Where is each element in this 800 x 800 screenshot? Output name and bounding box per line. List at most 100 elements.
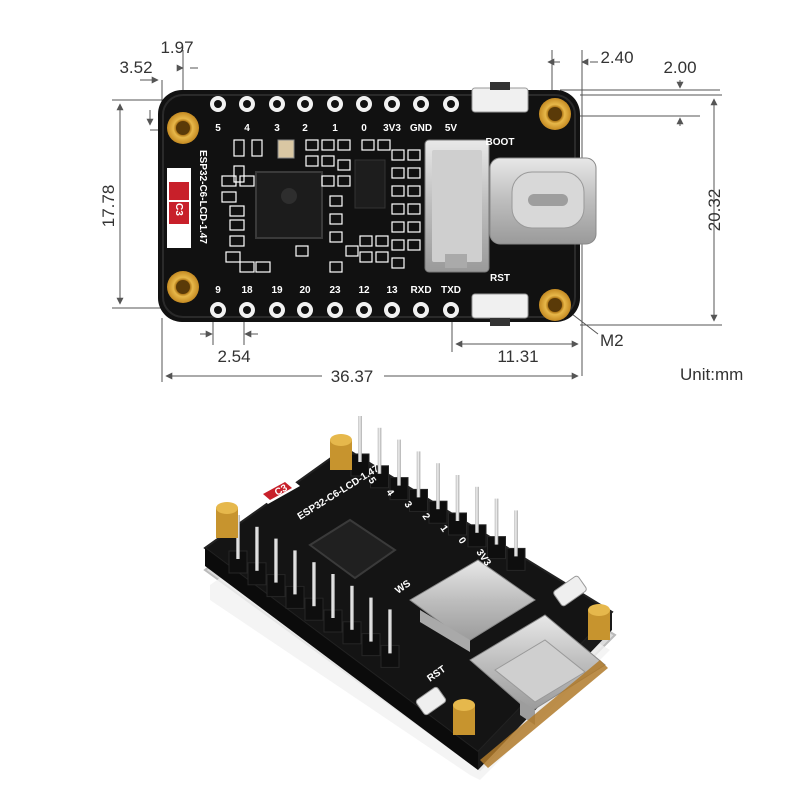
photo-pin (361, 597, 381, 657)
smd-components (221, 139, 421, 273)
mounting-hole-bottom-left (167, 271, 199, 303)
photo-pin (350, 416, 370, 477)
smd-outline (233, 165, 245, 183)
pin-label: GND (410, 123, 432, 134)
photo-pin (266, 538, 286, 598)
photo-boot-button[interactable] (553, 575, 588, 607)
dimension-lines (112, 50, 722, 382)
mounting-hole-top-left (167, 112, 199, 144)
smd-outline (391, 257, 405, 269)
boot-button[interactable] (471, 82, 529, 113)
pin-label: 2 (302, 123, 308, 134)
header-pad (356, 302, 372, 318)
reset-button[interactable] (471, 293, 529, 326)
mounting-hole-bottom-right (539, 289, 571, 321)
dimension-label: 2.54 (217, 347, 250, 366)
smd-outline (407, 239, 421, 251)
smd-outline (233, 139, 245, 157)
photo-header-pins (228, 416, 526, 668)
crystal (277, 139, 295, 159)
smd-outline (337, 175, 351, 187)
smd-outline (321, 175, 335, 187)
header-pad (269, 96, 285, 112)
smd-outline (329, 213, 343, 225)
pin-label: 23 (329, 285, 341, 296)
smd-outline (229, 205, 245, 217)
smd-outline (239, 175, 255, 187)
smd-outline (329, 231, 343, 243)
header-pad (239, 302, 255, 318)
photo-pin (487, 498, 506, 560)
photo-pin-label: 1 (438, 523, 450, 534)
unit-label: Unit:mm (680, 365, 743, 384)
header-pad (239, 96, 255, 112)
pin-label: 9 (215, 285, 221, 296)
smd-outline (221, 191, 237, 203)
usb-c-connector (489, 157, 597, 245)
smd-outline (407, 203, 421, 215)
smd-outline (391, 149, 405, 161)
top-header-pads (210, 96, 459, 112)
header-pad (384, 302, 400, 318)
header-pad (297, 302, 313, 318)
board-photo: WS C3 ESP32-C6-LCD-1.47 RST 5 4 (203, 416, 617, 780)
smd-outline (359, 235, 373, 247)
bottom-header-pads (210, 302, 459, 318)
photo-reset-button[interactable] (415, 686, 447, 716)
smd-outline (337, 159, 351, 171)
pin-label: 5V (445, 123, 458, 134)
photo-pin-label: 0 (456, 535, 468, 546)
chip-sticker: C3 (167, 168, 191, 248)
smd-outline (375, 235, 389, 247)
dimension-label: 36.37 (331, 367, 374, 386)
photo-esp32-chip (308, 518, 397, 580)
smd-outline (239, 261, 255, 273)
photo-pin-label: 5 (366, 475, 378, 486)
header-pad (384, 96, 400, 112)
header-pad (297, 96, 313, 112)
smd-outline (295, 245, 309, 257)
esp32-chip (255, 171, 323, 239)
top-pin-labels: 5 4 3 2 1 0 3V3 GND 5V (215, 123, 457, 134)
dimension-label: 3.52 (119, 58, 152, 77)
smd-outline (377, 139, 391, 151)
pin-label: 1 (332, 123, 338, 134)
photo-pin (389, 439, 409, 501)
header-pad (210, 302, 226, 318)
header-pad (413, 96, 429, 112)
smd-outline (225, 251, 241, 263)
smd-outline (229, 235, 245, 247)
top-view-diagram: 5 4 3 2 1 0 3V3 GND 5V 9 18 19 20 23 12 … (99, 38, 743, 386)
pin-label: 0 (361, 123, 367, 134)
bottom-pin-labels: 9 18 19 20 23 12 13 RXD TXD (215, 285, 461, 296)
dimension-label: 11.31 (497, 347, 538, 366)
photo-pin-label: 3 (402, 499, 414, 510)
pin-label: 3V3 (383, 123, 401, 134)
photo-pin (304, 562, 324, 621)
photo-pin (380, 609, 400, 668)
photo-pin (342, 585, 362, 645)
smd-outline (359, 251, 373, 263)
photo-mounting-stud (453, 699, 475, 735)
smd-outline (255, 261, 271, 273)
dimension-label: 20.32 (705, 189, 724, 232)
chip-label: C3 (173, 203, 184, 216)
pin-label: 12 (358, 285, 370, 296)
photo-pin (323, 574, 343, 633)
dimension-label: 2.00 (663, 58, 696, 77)
photo-pin (467, 486, 487, 548)
boot-label: BOOT (486, 137, 515, 148)
smd-outline (337, 139, 351, 151)
smd-outline (391, 239, 405, 251)
smd-outline (391, 203, 405, 215)
photo-pin (409, 451, 428, 512)
header-pad (413, 302, 429, 318)
pin-label: 3 (274, 123, 280, 134)
photo-pin (506, 510, 526, 571)
smd-outline (345, 245, 359, 257)
photo-flex-cable (480, 660, 608, 768)
dimension-label: 17.78 (99, 185, 118, 228)
photo-mounting-stud (330, 434, 352, 470)
pin-label: 18 (241, 285, 253, 296)
pin-label: RXD (410, 285, 431, 296)
